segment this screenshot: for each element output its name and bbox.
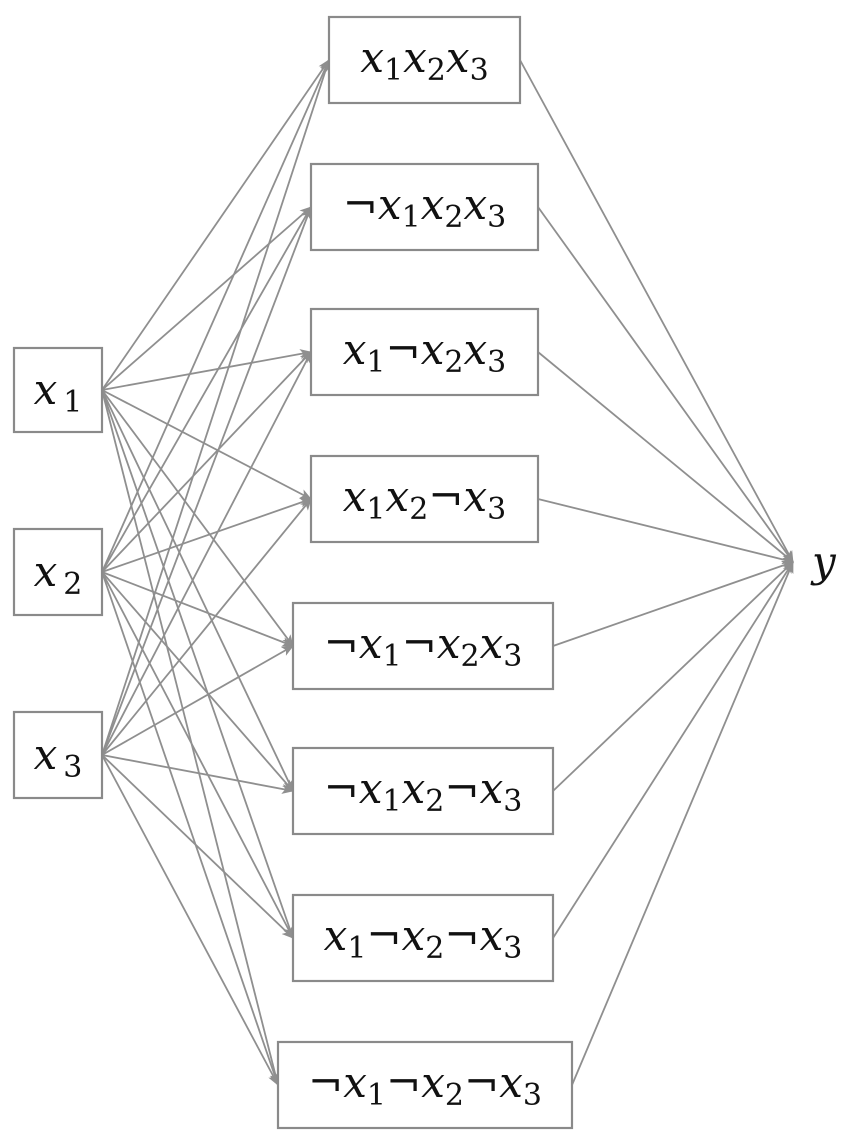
edge-input-1-to-term-3: [101, 349, 312, 391]
edge-input-1-to-term-8: [101, 389, 281, 1086]
edge-input-3-to-term-3: [101, 351, 312, 756]
term-node-7: x1¬x2¬x3: [291, 893, 555, 983]
term-node-4: x1x2¬x3: [309, 454, 540, 544]
output-label: y: [810, 537, 837, 586]
edge-term-4-to-output: [537, 498, 794, 565]
term-node-5: ¬x1¬x2x3: [291, 601, 555, 691]
edge-term-1-to-output: [519, 59, 794, 563]
term-node-1: x1x2x3: [327, 15, 522, 105]
term-node-8: ¬x1¬x2¬x3: [276, 1040, 574, 1130]
term-node-box: [309, 454, 540, 544]
edge-input-1-to-term-5: [101, 389, 294, 647]
term-node-box: [327, 15, 522, 105]
term-node-label: ¬x1¬x2¬x3: [308, 1058, 542, 1113]
term-node-box: [291, 746, 555, 836]
edge-input-2-to-term-2: [101, 206, 312, 573]
input-node-box: [12, 527, 104, 617]
edge-term-3-to-output: [537, 351, 794, 563]
term-node-3: x1¬x2x3: [309, 307, 540, 397]
edge-input-1-to-term-1: [101, 59, 330, 391]
edge-input-2-to-term-1: [101, 59, 330, 573]
input-node-box: [12, 710, 104, 800]
term-node-box: [291, 893, 555, 983]
edge-input-2-to-term-7: [101, 571, 294, 939]
edge-term-5-to-output: [552, 560, 794, 647]
term-node-label: ¬x1x2x3: [343, 180, 507, 235]
edge-input-2-to-term-5: [101, 571, 294, 647]
input-node-box: [12, 346, 104, 434]
edge-input-3-to-term-7: [101, 754, 294, 939]
term-node-label: ¬x1¬x2x3: [324, 619, 523, 674]
term-node-6: ¬x1x2¬x3: [291, 746, 555, 836]
edge-input-1-to-term-4: [101, 389, 312, 500]
edge-input-1-to-term-2: [101, 206, 312, 391]
term-nodes-layer: x1x2x3 ¬x1x2x3 x1¬x2x3 x1x2¬x3 ¬x1¬x2x3 ¬x1x2…: [276, 15, 574, 1130]
term-node-box: [291, 601, 555, 691]
term-node-label: ¬x1x2¬x3: [324, 764, 523, 819]
edge-input-3-to-term-1: [101, 59, 331, 756]
edge-term-2-to-output: [537, 206, 794, 563]
edge-input-3-to-term-8: [101, 754, 279, 1086]
term-node-box: [309, 162, 540, 252]
edge-input-2-to-term-8: [101, 571, 280, 1086]
term-node-label: x1x2¬x3: [343, 472, 507, 527]
edge-term-7-to-output: [552, 561, 794, 939]
term-node-label: x1¬x2x3: [343, 325, 507, 380]
edge-input-3-to-term-5: [101, 645, 294, 756]
term-node-2: ¬x1x2x3: [309, 162, 540, 252]
edge-term-8-to-output: [571, 561, 794, 1086]
edge-input-1-to-term-7: [101, 389, 295, 939]
output-node-y: y: [810, 537, 837, 586]
edge-input-3-to-term-4: [101, 498, 312, 756]
edge-input-2-to-term-3: [101, 351, 312, 573]
edge-input-3-to-term-2: [101, 206, 312, 756]
edges-layer: [101, 59, 794, 1086]
edge-input-2-to-term-6: [101, 571, 294, 792]
edge-input-2-to-term-4: [101, 497, 312, 573]
term-node-label: x1¬x2¬x3: [324, 911, 523, 966]
term-node-box: [276, 1040, 574, 1130]
output-node-layer: y: [810, 537, 837, 586]
edge-term-6-to-output: [552, 561, 794, 792]
edge-input-3-to-term-6: [101, 754, 294, 794]
edge-input-1-to-term-6: [101, 389, 294, 792]
term-node-box: [309, 307, 540, 397]
term-node-label: x1x2x3: [360, 33, 488, 88]
